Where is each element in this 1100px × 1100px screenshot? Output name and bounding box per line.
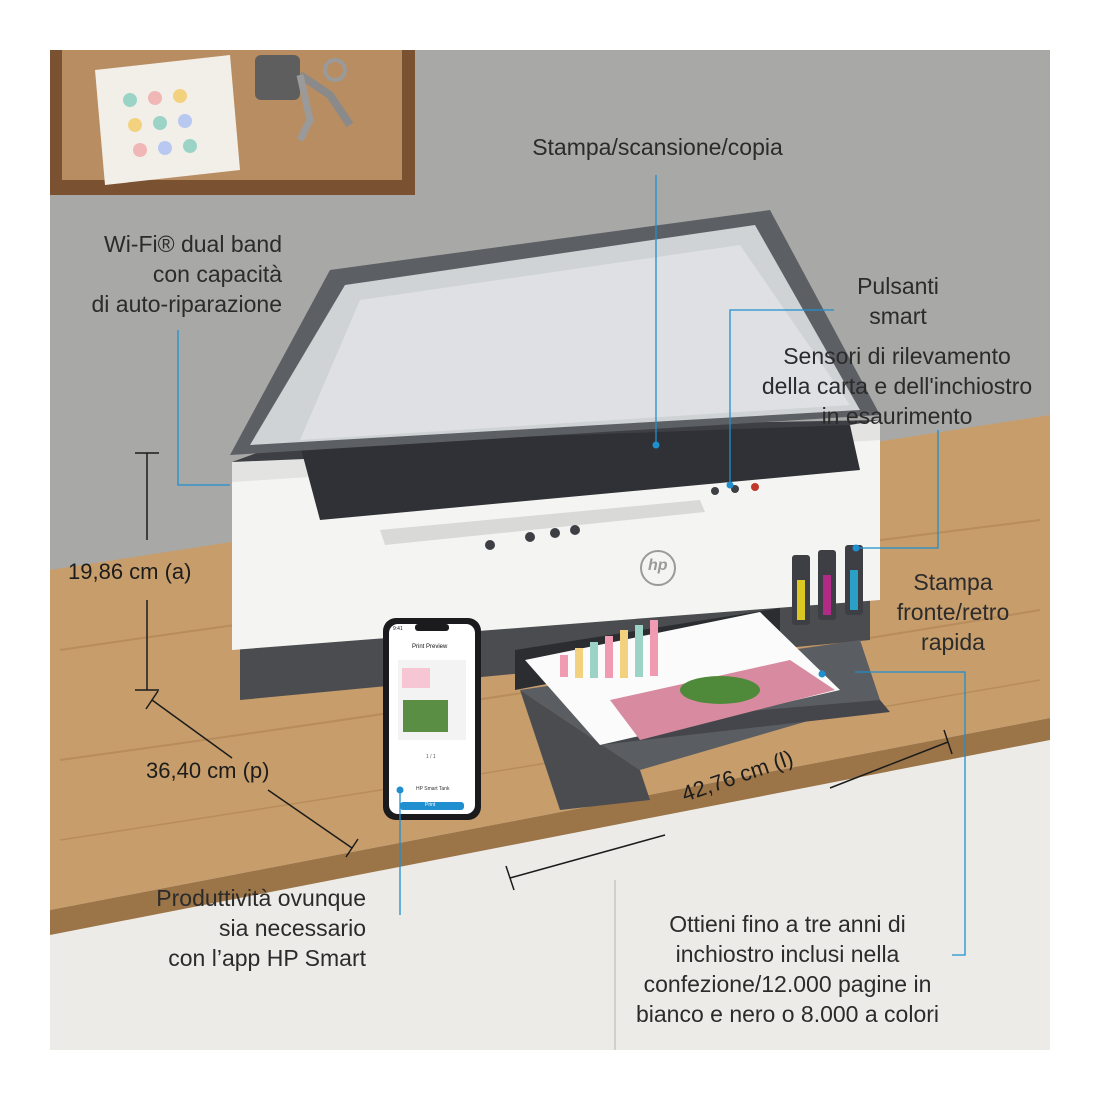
callout-text: fronte/retro (896, 598, 1010, 625)
callout-text: Pulsanti (857, 273, 939, 299)
phone-printer-name: HP Smart Tank (416, 786, 450, 792)
page-plant (680, 676, 760, 704)
dimension-lines (135, 452, 953, 891)
callout-print-scan-copy: Stampa/scansione/copia (500, 133, 815, 163)
callout-text: con l’app HP Smart (168, 944, 366, 971)
hp-logo: hp (648, 557, 668, 574)
hp-logo-ring (640, 550, 676, 586)
paper-drawer (520, 690, 650, 810)
keys (255, 55, 354, 142)
printed-page (525, 612, 840, 745)
callout-text: inchiostro inclusi nella (675, 940, 900, 967)
smart-buttons (485, 483, 759, 550)
callout-dots (396, 441, 860, 794)
page-bar-chart (560, 620, 658, 678)
callout-smart-buttons: Pulsanti smart (838, 272, 958, 332)
scanner-glass (300, 425, 860, 520)
callout-text: Ottieni fino a tre anni di (669, 911, 906, 937)
callout-text: con capacità (152, 260, 282, 287)
callout-text: rapida (921, 628, 985, 655)
control-panel (380, 500, 705, 545)
callout-text: smart (869, 302, 927, 329)
callout-text: Stampa (913, 569, 993, 595)
callout-text: Produttività ovunque (156, 885, 366, 911)
phone-time: 9:41 (393, 626, 403, 632)
callout-text: della carta e dell'inchiostro (761, 372, 1033, 399)
dimension-depth: 36,40 cm (p) (146, 758, 270, 783)
callout-duplex: Stampa fronte/retro rapida (878, 568, 1028, 658)
callout-text: sia necessario (218, 914, 366, 941)
callout-lines (177, 175, 966, 956)
postcard (95, 55, 240, 185)
callout-text: Stampa/scansione/copia (532, 134, 783, 160)
callout-text: in esaurimento (821, 402, 973, 429)
phone-print-button[interactable]: Print (425, 802, 436, 808)
callout-ink: Ottieni fino a tre anni di inchiostro in… (620, 910, 955, 1030)
callout-wifi: Wi-Fi® dual band con capacità di auto-ri… (60, 230, 282, 320)
phone-screen-title: Print Preview (412, 644, 448, 650)
callout-text: confezione/12.000 pagine in (643, 970, 932, 997)
smartphone (383, 618, 481, 820)
lid-reflection (300, 245, 850, 440)
phone-page-indicator: 1 / 1 (426, 754, 436, 760)
dimension-height: 19,86 cm (a) (68, 559, 192, 584)
countertop-edge (50, 718, 1050, 935)
postcard-dots (123, 89, 197, 157)
callout-text: di auto-riparazione (91, 290, 282, 317)
ink-tanks (792, 545, 863, 625)
wood-grain (59, 679, 1041, 841)
callout-text: Wi-Fi® dual band (103, 231, 282, 257)
callout-sensors: Sensori di rilevamento della carta e del… (752, 342, 1042, 432)
callout-productivity: Produttività ovunque sia necessario con … (98, 884, 366, 974)
callout-text: bianco e nero o 8.000 a colori (635, 1000, 940, 1027)
callout-text: Sensori di rilevamento (783, 343, 1011, 369)
